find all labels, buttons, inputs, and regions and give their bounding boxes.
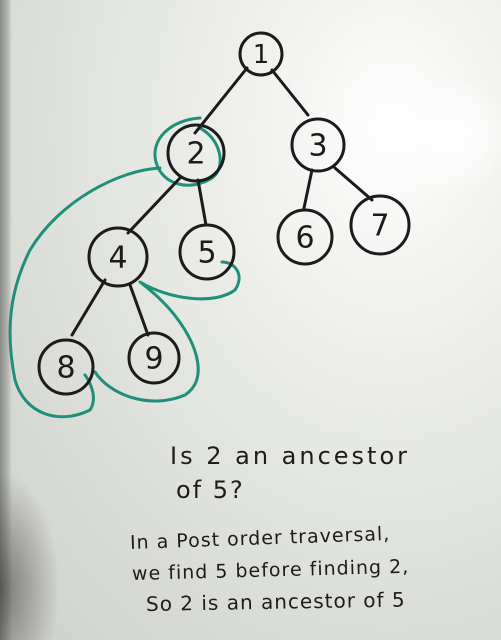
edge-3-6 (302, 168, 314, 210)
node-8-circle (37, 338, 95, 396)
node-1-circle (238, 31, 284, 77)
node-3-label: 3 (308, 129, 327, 164)
node-4-circle (87, 226, 149, 288)
node-4-label: 4 (108, 241, 127, 276)
edge-4-9 (128, 283, 150, 337)
shadow (0, 470, 60, 640)
edge-1-3 (270, 68, 310, 117)
node-6-label: 6 (295, 221, 314, 256)
node-7-circle (349, 194, 411, 256)
node-5-label: 5 (197, 236, 216, 271)
edge-1-2 (193, 66, 249, 135)
node-9-label: 9 (144, 342, 163, 377)
light-glare (395, 80, 501, 190)
node-3-circle (290, 117, 346, 173)
question-line-1: Is 2 an ancestor (170, 442, 410, 470)
answer-line-3: So 2 is an ancestor of 5 (145, 587, 406, 616)
node-6-circle (276, 208, 334, 266)
node-2-label: 2 (186, 137, 205, 172)
edge-3-7 (333, 166, 374, 202)
node-1-label: 1 (253, 40, 270, 70)
node-5-circle (178, 223, 236, 281)
tree-edges (70, 66, 374, 337)
edge-4-8 (70, 278, 107, 337)
node-9-circle (127, 331, 181, 385)
edge-2-4 (126, 176, 182, 235)
tree-nodes (37, 31, 411, 396)
edge-2-5 (196, 178, 208, 227)
node-labels: 1 2 3 4 5 6 7 8 9 (56, 40, 389, 386)
question-line-2: of 5? (176, 476, 245, 504)
node-8-label: 8 (56, 351, 75, 386)
node-7-label: 7 (370, 209, 389, 244)
node-2-circle (166, 123, 226, 183)
